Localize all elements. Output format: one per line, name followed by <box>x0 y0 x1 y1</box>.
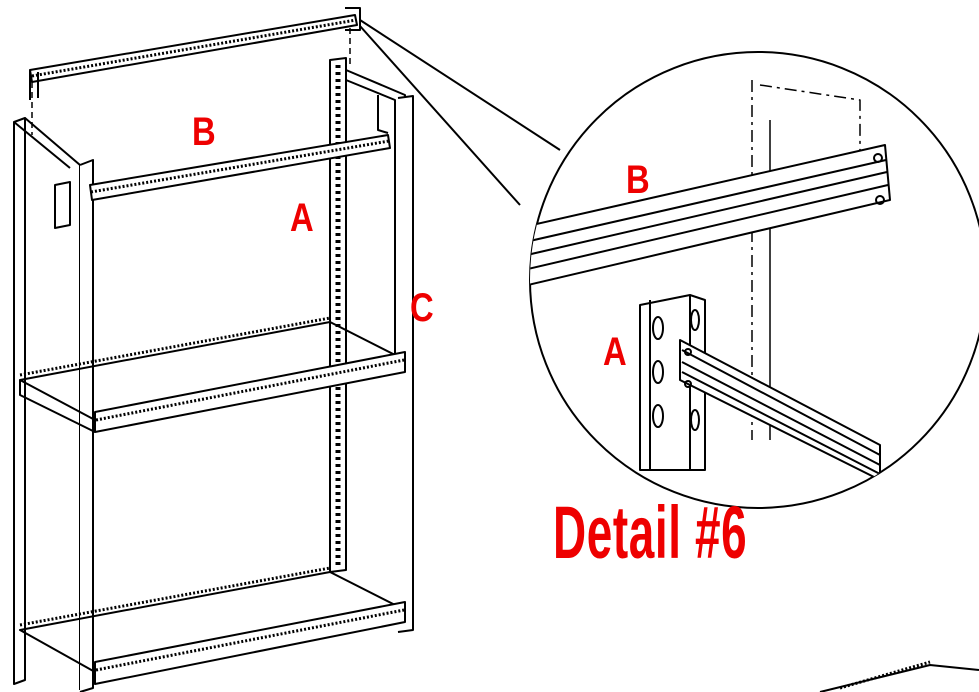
rear-post <box>329 57 406 573</box>
shelf-middle <box>19 316 406 433</box>
top-beam <box>29 7 361 135</box>
label-post-a: A <box>290 196 314 240</box>
partial-shelf-corner <box>819 664 979 692</box>
beam-upper <box>89 134 391 201</box>
shelf-bottom <box>19 566 406 685</box>
front-post-left <box>13 117 94 692</box>
label-detail-post-a: A <box>603 330 627 374</box>
detail-circle <box>529 51 979 509</box>
label-post-c: C <box>410 286 434 330</box>
label-detail-beam-b: B <box>626 158 650 202</box>
detail-leader-lines <box>359 19 561 206</box>
label-beam-b: B <box>192 110 216 154</box>
detail-content <box>530 80 891 481</box>
detail-caption: Detail #6 <box>553 491 748 574</box>
